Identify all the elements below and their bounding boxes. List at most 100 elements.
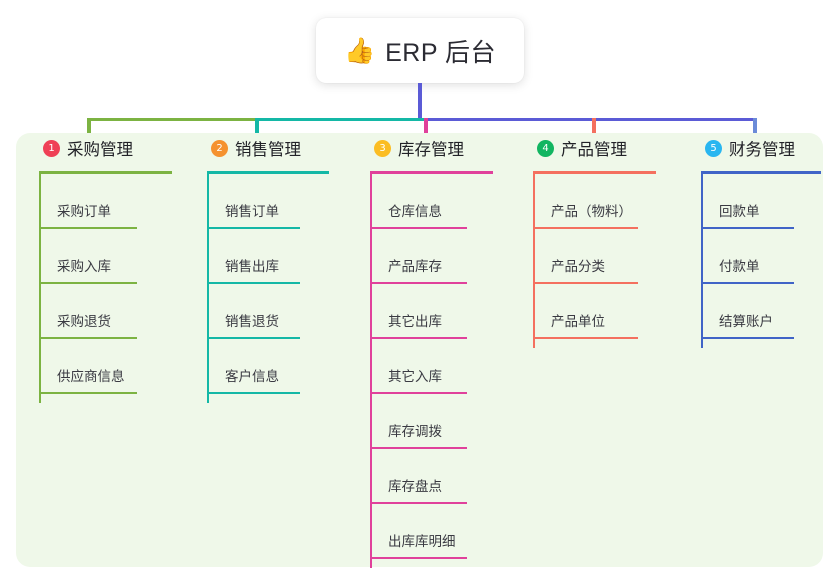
leaf-item-underline: [701, 227, 794, 229]
leaf-item-label: 仓库信息: [388, 204, 442, 219]
leaf-item-label: 其它出库: [388, 314, 442, 329]
leaf-item[interactable]: 产品分类: [533, 229, 638, 284]
leaf-item-underline: [39, 392, 137, 394]
column-rule-5: [701, 171, 821, 174]
column-rule-1: [39, 171, 172, 174]
leaf-item[interactable]: 其它出库: [370, 284, 467, 339]
leaf-item[interactable]: 回款单: [701, 174, 794, 229]
leaf-item-underline: [39, 282, 137, 284]
leaf-item[interactable]: 仓库信息: [370, 174, 467, 229]
leaf-item[interactable]: 采购订单: [39, 174, 137, 229]
leaf-item[interactable]: 产品（物料）: [533, 174, 638, 229]
leaf-item[interactable]: 其它入库: [370, 339, 467, 394]
leaf-item[interactable]: 销售出库: [207, 229, 300, 284]
column-header-5[interactable]: 5 财务管理: [695, 133, 795, 163]
leaf-item-underline: [207, 227, 300, 229]
leaf-item-underline: [701, 337, 794, 339]
leaf-item[interactable]: 采购入库: [39, 229, 137, 284]
column-title-4: 产品管理: [561, 141, 627, 159]
leaf-item[interactable]: 结算账户: [701, 284, 794, 339]
leaf-item-label: 产品单位: [551, 314, 605, 329]
leaf-item-label: 采购订单: [57, 204, 111, 219]
leaf-item-underline: [207, 392, 300, 394]
column-header-4[interactable]: 4 产品管理: [527, 133, 627, 163]
column-header-2[interactable]: 2 销售管理: [201, 133, 301, 163]
leaf-item-label: 库存盘点: [388, 479, 442, 494]
leaf-item[interactable]: 产品库存: [370, 229, 467, 284]
bus-segment-green: [87, 118, 265, 121]
leaf-item-underline: [370, 227, 467, 229]
leaf-item-label: 采购入库: [57, 259, 111, 274]
column-header-3[interactable]: 3 库存管理: [364, 133, 464, 163]
leaf-item-label: 付款单: [719, 259, 760, 274]
column-title-3: 库存管理: [398, 141, 464, 159]
column-title-1: 采购管理: [67, 141, 133, 159]
leaf-item-label: 客户信息: [225, 369, 279, 384]
column-rule-4: [533, 171, 656, 174]
leaf-item-underline: [370, 447, 467, 449]
column-stem-5: [701, 174, 703, 348]
leaf-item-underline: [207, 282, 300, 284]
leaf-item-underline: [533, 337, 638, 339]
root-node-title: ERP 后台: [385, 38, 497, 67]
leaf-item-label: 供应商信息: [57, 369, 125, 384]
leaf-item-label: 出库库明细: [388, 534, 456, 549]
column-stem-2: [207, 174, 209, 403]
column-stem-1: [39, 174, 41, 403]
leaf-item-label: 采购退货: [57, 314, 111, 329]
leaf-item-label: 销售退货: [225, 314, 279, 329]
leaf-item-underline: [370, 557, 467, 559]
leaf-item[interactable]: 产品单位: [533, 284, 638, 339]
leaf-item[interactable]: 销售订单: [207, 174, 300, 229]
leaf-item-label: 销售订单: [225, 204, 279, 219]
leaf-item-underline: [39, 227, 137, 229]
leaf-item-underline: [370, 337, 467, 339]
column-badge-2: 2: [211, 139, 228, 157]
column-3: 3 库存管理仓库信息产品库存其它出库其它入库库存调拨库存盘点出库库明细: [364, 133, 493, 568]
column-rule-3: [370, 171, 493, 174]
column-badge-1: 1: [43, 139, 60, 157]
column-4: 4 产品管理产品（物料） 产品分类产品单位: [527, 133, 656, 348]
leaf-item[interactable]: 付款单: [701, 229, 794, 284]
column-title-2: 销售管理: [235, 141, 301, 159]
column-title-5: 财务管理: [729, 141, 795, 159]
leaf-item[interactable]: 客户信息: [207, 339, 300, 394]
leaf-item-label: 库存调拨: [388, 424, 442, 439]
leaf-item-label: 销售出库: [225, 259, 279, 274]
leaf-item-label: 产品分类: [551, 259, 605, 274]
mindmap-panel: 1 采购管理采购订单采购入库采购退货供应商信息 2 销售管理销售订单销售出库销售退货客…: [16, 133, 823, 568]
leaf-item-label: 产品库存: [388, 259, 442, 274]
column-badge-4: 4: [537, 139, 554, 157]
root-node-card[interactable]: 👍 ERP 后台: [316, 18, 524, 83]
connector-trunk: [418, 83, 422, 121]
leaf-item[interactable]: 销售退货: [207, 284, 300, 339]
column-rule-2: [207, 171, 329, 174]
leaf-item[interactable]: 库存盘点: [370, 449, 467, 504]
leaf-item-underline: [533, 282, 638, 284]
leaf-item-underline: [370, 282, 467, 284]
leaf-item-underline: [533, 227, 638, 229]
column-1: 1 采购管理采购订单采购入库采购退货供应商信息: [33, 133, 172, 403]
leaf-item-label: 结算账户: [719, 314, 773, 329]
leaf-item-underline: [370, 502, 467, 504]
leaf-item-underline: [370, 392, 467, 394]
bus-segment-teal: [255, 118, 432, 121]
leaf-item-label: 回款单: [719, 204, 760, 219]
column-stem-3: [370, 174, 372, 568]
leaf-item[interactable]: 供应商信息: [39, 339, 137, 394]
column-badge-3: 3: [374, 139, 391, 157]
column-stem-4: [533, 174, 535, 348]
leaf-item[interactable]: 采购退货: [39, 284, 137, 339]
leaf-item[interactable]: 出库库明细: [370, 504, 467, 559]
column-5: 5 财务管理回款单付款单结算账户: [695, 133, 821, 348]
leaf-item-label: 产品（物料）: [551, 204, 632, 219]
leaf-item[interactable]: 库存调拨: [370, 394, 467, 449]
column-2: 2 销售管理销售订单销售出库销售退货客户信息: [201, 133, 329, 403]
leaf-item-underline: [701, 282, 794, 284]
column-header-1[interactable]: 1 采购管理: [33, 133, 133, 163]
leaf-item-underline: [207, 337, 300, 339]
column-badge-5: 5: [705, 139, 722, 157]
leaf-item-label: 其它入库: [388, 369, 442, 384]
bus-segment-blue: [424, 118, 755, 121]
leaf-item-underline: [39, 337, 137, 339]
